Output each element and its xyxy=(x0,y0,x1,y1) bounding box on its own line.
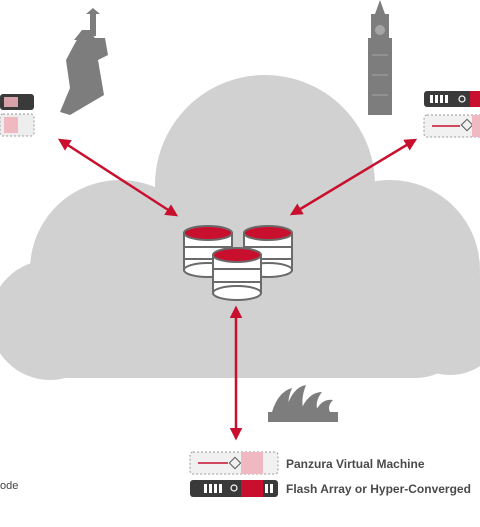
database-cluster-icon xyxy=(183,225,293,301)
database-front xyxy=(212,247,262,301)
arrow-right xyxy=(289,138,418,216)
arrow-left xyxy=(57,138,179,217)
big-ben-icon xyxy=(368,0,392,115)
legend-virtual-machine-label: Panzura Virtual Machine xyxy=(286,457,425,471)
legend-flash-array-label: Flash Array or Hyper-Converged xyxy=(286,482,471,496)
legend-virtual-machine-icon xyxy=(189,451,279,475)
legend-flash-array-icon xyxy=(190,480,278,497)
right-device-stack xyxy=(423,91,480,138)
statue-of-liberty-icon xyxy=(60,8,108,115)
left-device-stack xyxy=(0,94,35,137)
cloud-shape xyxy=(0,75,480,380)
sydney-opera-house-icon xyxy=(268,385,338,422)
cropped-legend-text: ode xyxy=(0,480,19,492)
